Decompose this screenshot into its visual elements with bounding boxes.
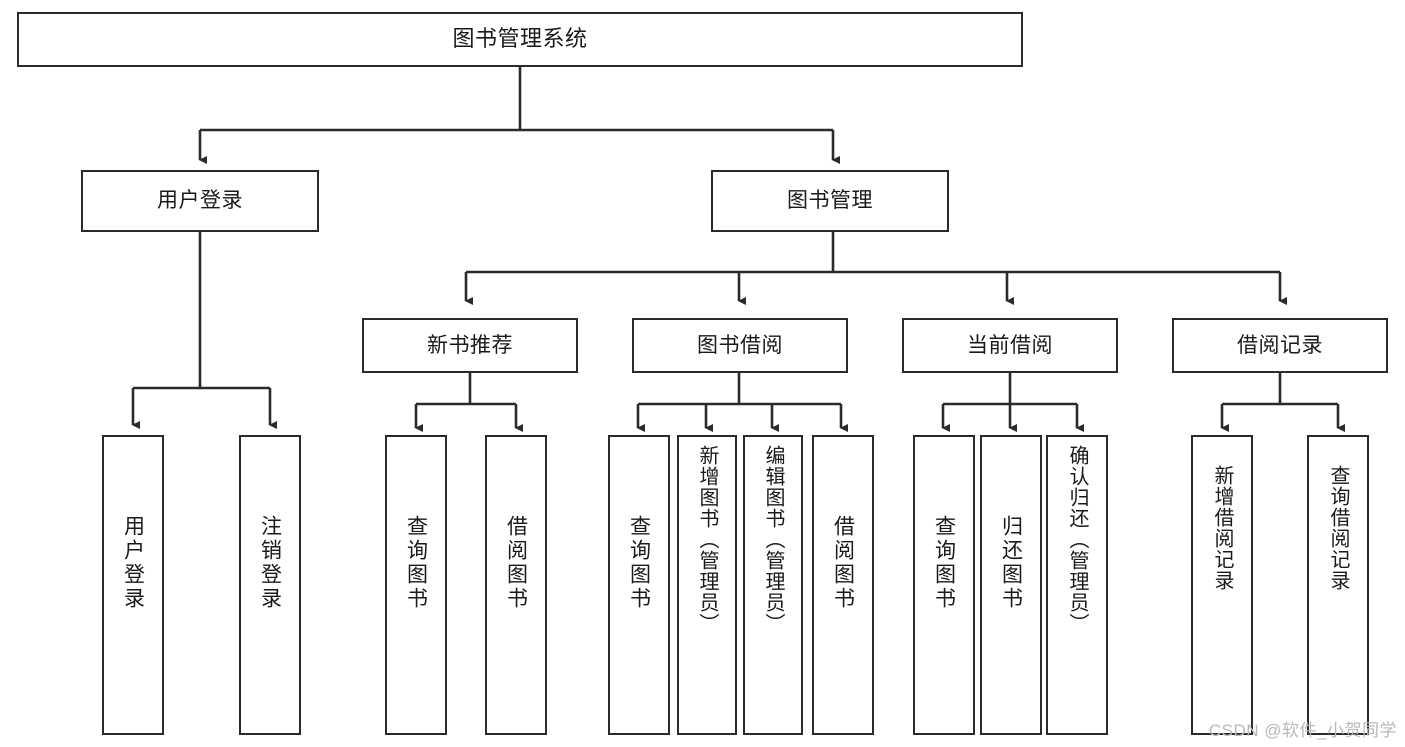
node-leaf-confirm-return-admin[interactable]: 确认归还（管理员） bbox=[1046, 435, 1108, 735]
node-label: 查询图书 bbox=[627, 515, 651, 611]
node-current-borrow[interactable]: 当前借阅 bbox=[902, 318, 1118, 373]
node-label: 注销登录 bbox=[258, 515, 282, 611]
node-root-book-management-system[interactable]: 图书管理系统 bbox=[17, 12, 1023, 67]
node-label: 当前借阅 bbox=[967, 333, 1053, 357]
node-label: 编辑图书（管理员） bbox=[762, 445, 784, 634]
node-label: 新书推荐 bbox=[427, 333, 513, 357]
node-leaf-query-book-current[interactable]: 查询图书 bbox=[913, 435, 975, 735]
node-leaf-logout-login[interactable]: 注销登录 bbox=[239, 435, 301, 735]
node-leaf-borrow-book-recommend[interactable]: 借阅图书 bbox=[485, 435, 547, 735]
node-label: 归还图书 bbox=[999, 515, 1023, 611]
node-leaf-borrow-book-borrow[interactable]: 借阅图书 bbox=[812, 435, 874, 735]
node-book-borrow[interactable]: 图书借阅 bbox=[632, 318, 848, 373]
node-leaf-query-borrow-record[interactable]: 查询借阅记录 bbox=[1307, 435, 1369, 735]
node-leaf-add-book-admin[interactable]: 新增图书（管理员） bbox=[677, 435, 737, 735]
node-label: 图书借阅 bbox=[697, 333, 783, 357]
node-label: 借阅图书 bbox=[831, 515, 855, 611]
node-leaf-query-book-borrow[interactable]: 查询图书 bbox=[608, 435, 670, 735]
node-new-book-recommend[interactable]: 新书推荐 bbox=[362, 318, 578, 373]
node-label: 查询图书 bbox=[932, 515, 956, 611]
node-label: 确认归还（管理员） bbox=[1066, 445, 1088, 634]
node-label: 新增借阅记录 bbox=[1211, 465, 1233, 591]
node-leaf-query-book-recommend[interactable]: 查询图书 bbox=[385, 435, 447, 735]
csdn-watermark: CSDN @软件_小贺同学 bbox=[1208, 721, 1397, 740]
node-book-management[interactable]: 图书管理 bbox=[711, 170, 949, 232]
node-borrow-record[interactable]: 借阅记录 bbox=[1172, 318, 1388, 373]
node-label: 用户登录 bbox=[121, 515, 145, 611]
node-leaf-add-borrow-record[interactable]: 新增借阅记录 bbox=[1191, 435, 1253, 735]
node-label: 借阅记录 bbox=[1237, 333, 1323, 357]
node-leaf-user-login[interactable]: 用户登录 bbox=[102, 435, 164, 735]
node-label: 新增图书（管理员） bbox=[696, 445, 718, 634]
node-user-login[interactable]: 用户登录 bbox=[81, 170, 319, 232]
node-label: 借阅图书 bbox=[504, 515, 528, 611]
node-label: 图书管理 bbox=[787, 189, 873, 213]
node-leaf-return-book[interactable]: 归还图书 bbox=[980, 435, 1042, 735]
node-label: 图书管理系统 bbox=[452, 26, 588, 52]
node-label: 用户登录 bbox=[157, 189, 243, 213]
node-leaf-edit-book-admin[interactable]: 编辑图书（管理员） bbox=[743, 435, 803, 735]
node-label: 查询借阅记录 bbox=[1327, 465, 1349, 591]
node-label: 查询图书 bbox=[404, 515, 428, 611]
